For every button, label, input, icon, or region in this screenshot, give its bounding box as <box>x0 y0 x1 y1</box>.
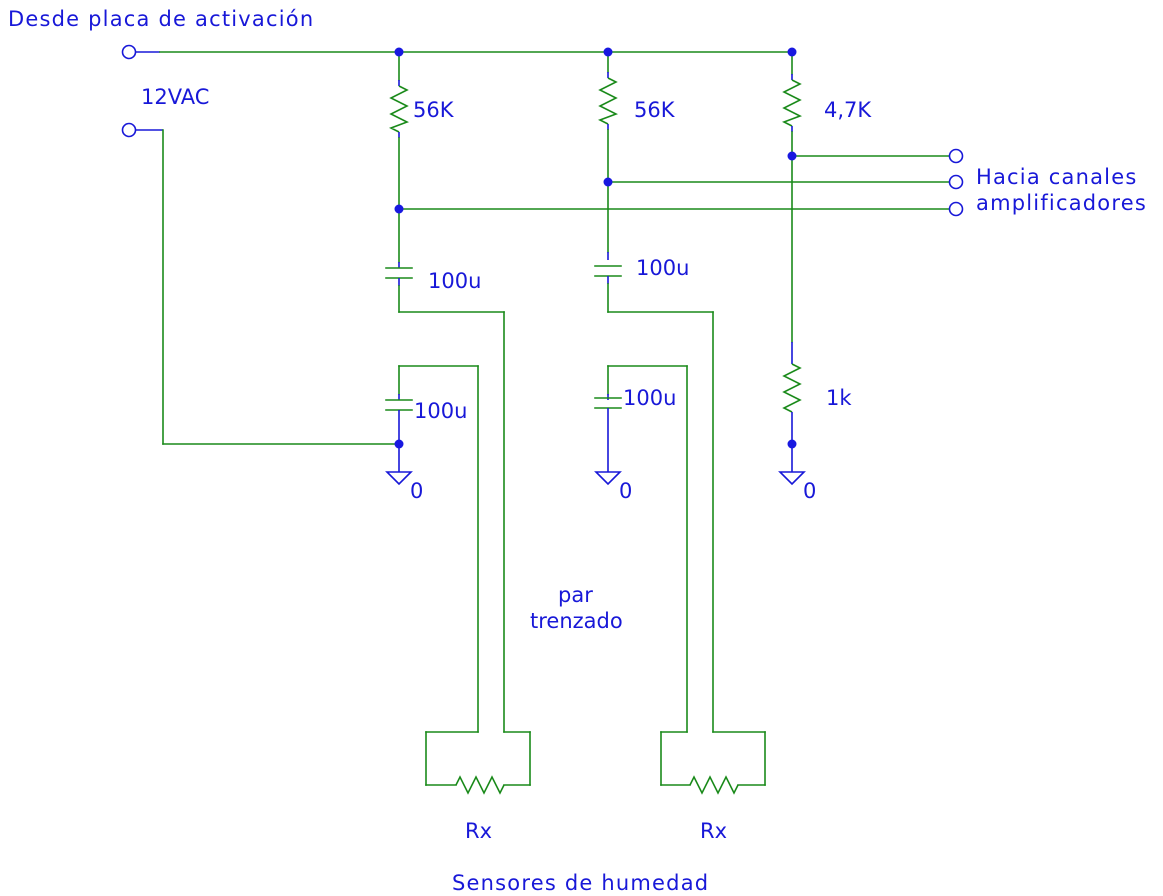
junction-dot <box>603 47 613 57</box>
output-label-line1: Hacia canales <box>976 165 1137 189</box>
cable-label-line1: par <box>558 583 593 607</box>
right-branch <box>778 51 806 486</box>
junction-dot <box>787 439 797 449</box>
source-label: Desde placa de activación <box>8 7 314 31</box>
terminal-output-3 <box>948 201 964 217</box>
output-label-line2: amplificadores <box>976 191 1147 215</box>
terminal-12vac <box>121 122 137 138</box>
left-branch <box>385 51 505 733</box>
supply-branch <box>135 129 479 733</box>
resistor-4-7k-label: 4,7K <box>824 98 872 122</box>
cable-label-line2: trenzado <box>530 609 623 633</box>
resistor-56k-left-label: 56K <box>413 98 455 122</box>
resistor-4-7k <box>782 79 802 127</box>
junction-dot <box>394 204 404 214</box>
terminal-output-1 <box>948 148 964 164</box>
capacitor-lower-middle-label: 100u <box>623 386 676 410</box>
sensor-right-label: Rx <box>700 819 727 843</box>
ground-right-label: 0 <box>803 479 816 503</box>
caption-label: Sensores de humedad <box>452 871 709 895</box>
resistor-56k-middle-label: 56K <box>634 98 676 122</box>
sensor-left <box>425 731 531 795</box>
middle-lower-branch <box>594 365 688 733</box>
ground-symbol-right <box>778 471 806 486</box>
ground-left-label: 0 <box>410 479 423 503</box>
middle-branch <box>594 51 714 733</box>
terminal-output-2 <box>948 174 964 190</box>
ground-middle-label: 0 <box>619 479 632 503</box>
sensor-resistor-left <box>455 775 505 795</box>
sensor-left-label: Rx <box>465 819 492 843</box>
capacitor-left-label: 100u <box>428 269 481 293</box>
junction-dot <box>603 177 613 187</box>
resistor-56k-middle <box>598 77 618 125</box>
junction-dot <box>394 47 404 57</box>
junction-dot <box>787 47 797 57</box>
capacitor-lower-left-label: 100u <box>414 399 467 423</box>
sensor-right <box>660 731 766 795</box>
junction-dot <box>394 439 404 449</box>
resistor-1k-label: 1k <box>826 386 852 410</box>
terminal-input <box>121 44 137 60</box>
resistor-56k-left <box>389 85 409 133</box>
sensor-resistor-right <box>689 775 739 795</box>
capacitor-middle-label: 100u <box>636 256 689 280</box>
ground-symbol-middle <box>594 471 622 486</box>
resistor-1k <box>782 363 802 413</box>
supply-label: 12VAC <box>141 85 209 109</box>
junction-dot <box>787 151 797 161</box>
ground-symbol-left <box>385 471 413 486</box>
